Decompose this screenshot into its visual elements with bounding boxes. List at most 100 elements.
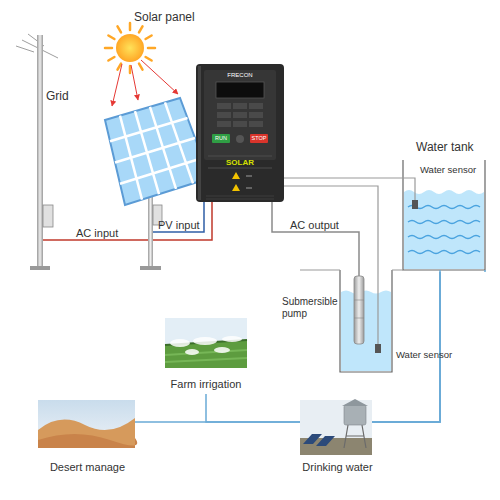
solar-pump-inverter [216, 82, 264, 98]
solar-panel-symbol [110, 102, 203, 199]
wire-label: PV input [158, 219, 200, 232]
grid-pole [30, 266, 50, 270]
node-label: Submersible pump [282, 296, 340, 319]
water-tank-symbol [440, 270, 485, 272]
water-sensor-symbol [375, 344, 381, 353]
wire-connector [284, 186, 378, 274]
solar-pump-inverter [249, 103, 263, 109]
solar-pump-inverter [217, 112, 231, 118]
farm-irrigation-photo [165, 318, 247, 368]
node-label: Farm irrigation [160, 378, 252, 391]
water-line-stub [135, 421, 140, 423]
desert-node: Desert manage [35, 398, 140, 478]
water-tank-symbol [403, 160, 485, 270]
drinking-water-photo [342, 399, 368, 406]
solar-pump-inverter [233, 103, 247, 109]
farm-irrigation-photo [165, 350, 247, 362]
drinking-water-node: Drinking water [295, 398, 380, 478]
node-label: Desert manage [35, 461, 140, 474]
water-tank-symbol [408, 206, 480, 254]
node-label: Water sensor [420, 165, 490, 176]
farm-irrigation-photo [165, 318, 247, 368]
node-label: Solar panel [134, 11, 204, 25]
solar-pump-inverter [206, 196, 274, 199]
solar-pump-inverter [250, 134, 268, 143]
node-label: Grid [46, 90, 86, 104]
solar-pump-inverter [249, 121, 263, 127]
solar-pump-inverter [212, 134, 230, 143]
ac-wire-stub [43, 239, 80, 241]
farm-irrigation-photo [170, 339, 190, 347]
node-label: Drinking water [290, 461, 385, 474]
solar-panel-symbol [105, 98, 210, 205]
solar-pump-inverter [233, 121, 247, 127]
drinking-water-photo [300, 400, 372, 455]
drinking-water-photo [303, 434, 335, 446]
wire-label: AC input [76, 227, 118, 240]
solar-pump-inverter [236, 135, 244, 143]
water-sensor-symbol [377, 274, 378, 344]
farm-irrigation-photo [214, 347, 230, 353]
farm-irrigation-node: Farm irrigation [160, 318, 252, 394]
well-symbol [341, 291, 391, 372]
farm-irrigation-photo [193, 337, 217, 345]
solar-pump-inverter [232, 172, 240, 191]
wire-connector [284, 177, 398, 178]
node-label: Water sensor [396, 350, 466, 361]
water-sensor-symbol [375, 274, 381, 353]
solar-pump-inverter [233, 112, 247, 118]
solar-pump-inverter [198, 66, 201, 200]
sunlight-arrow [131, 65, 138, 100]
water-sensor-symbol [412, 200, 418, 209]
drinking-water-photo [344, 405, 366, 425]
wire-connector [140, 272, 440, 422]
solar-panel-symbol [140, 266, 161, 270]
solar-pump-inverter [196, 64, 284, 202]
sunlight-arrow [112, 64, 122, 106]
solar-pump-inverter [217, 103, 263, 127]
solar-pump-inverter [217, 103, 231, 109]
solar-pump-inverter [196, 64, 284, 202]
sunlight-arrow [112, 60, 178, 106]
sunlight-arrow [141, 60, 178, 94]
submersible-pump-symbol [354, 300, 364, 318]
water-sensor-symbol [398, 178, 415, 200]
solar-pump-inverter [217, 121, 231, 127]
solar-pump-inverter [204, 70, 276, 160]
water-tank-symbol [403, 160, 485, 272]
solar-panel-symbol [105, 98, 210, 270]
sun-symbol [116, 34, 144, 62]
drinking-water-photo [344, 425, 366, 448]
brand-label: FRECON [218, 72, 262, 79]
water-tank-node: Water tankWater sensor [398, 140, 488, 272]
well-pump-node: Submersible pumpWater sensor [285, 274, 460, 375]
desert-photo [38, 400, 137, 448]
submersible-pump-symbol [354, 274, 364, 344]
grid-pole [43, 205, 53, 227]
desert-photo [38, 434, 137, 448]
node-label: Water tank [416, 141, 490, 155]
submersible-pump-symbol [354, 276, 364, 344]
well-symbol [300, 270, 403, 271]
farm-irrigation-photo [185, 349, 199, 355]
pv-wire-stub [153, 231, 185, 233]
farm-irrigation-photo [222, 336, 242, 342]
solar-pump-inverter [249, 112, 263, 118]
well-symbol [340, 270, 392, 372]
well-symbol [300, 270, 403, 372]
farm-irrigation-photo [170, 336, 242, 355]
grid-pole [16, 34, 58, 270]
wire-label: AC output [290, 219, 339, 232]
solar-pump-inverter [246, 176, 252, 188]
button-label: STOP [250, 135, 268, 141]
button-label: RUN [212, 135, 230, 141]
drinking-water-photo [300, 399, 372, 455]
solar-pump-inverter [208, 156, 272, 168]
water-sensor-symbol [398, 178, 418, 209]
wire-connector [272, 202, 359, 274]
grid-pole [37, 35, 43, 270]
grid-pole-node: Grid [20, 30, 80, 270]
